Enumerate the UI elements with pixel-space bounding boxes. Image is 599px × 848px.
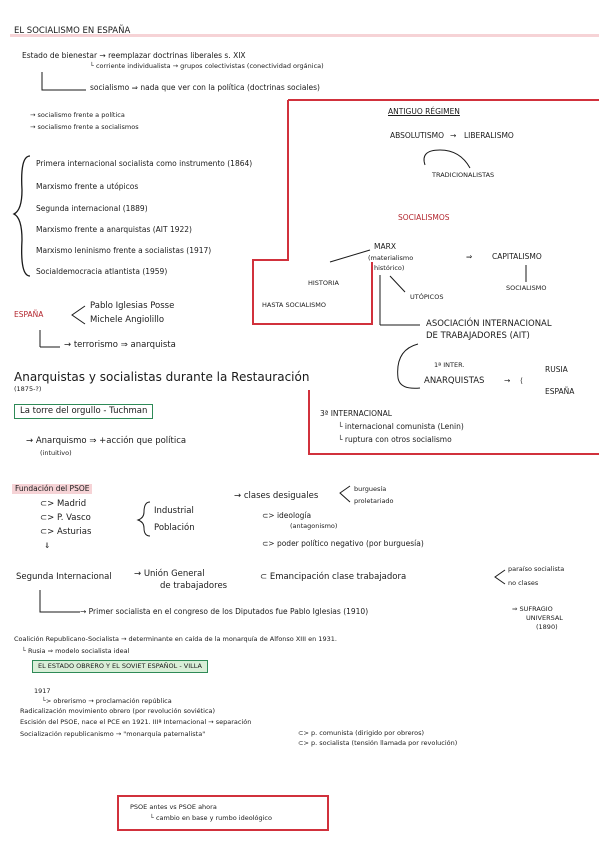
page-title: EL SOCIALISMO EN ESPAÑA — [14, 26, 131, 36]
list-item: Socialdemocracia atlantista (1959) — [36, 267, 168, 276]
absolutismo-label: ABSOLUTISMO — [390, 131, 445, 140]
line-1917-2: Radicalización movimiento obrero (por re… — [20, 707, 216, 715]
restauracion-heading: Anarquistas y socialistas durante la Res… — [14, 370, 310, 384]
capitalismo-label: CAPITALISMO — [492, 252, 542, 261]
ait-label-1: ASOCIACIÓN INTERNACIONAL — [426, 319, 552, 329]
espana-heading: ESPAÑA — [14, 310, 44, 319]
book-reference: La torre del orgullo - Tuchman — [14, 404, 154, 419]
hasta-socialismo-label: HASTA SOCIALISMO — [262, 301, 326, 309]
ait-label-2: DE TRABAJADORES (AIT) — [426, 331, 530, 341]
proletariado-label: proletariado — [354, 497, 394, 505]
arrow-icon: → — [450, 131, 457, 140]
estado-obrero-reference: EL ESTADO OBRERO Y EL SOVIET ESPAÑOL - V… — [32, 660, 208, 673]
liberalismo-label: LIBERALISMO — [464, 131, 514, 140]
primera-inter-label: 1ª INTER. — [434, 361, 465, 369]
poblacion-label: Población — [154, 523, 195, 533]
sufragio-2: UNIVERSAL — [526, 614, 563, 622]
noclases-label: no clases — [508, 579, 539, 587]
sufragio-1: ⇒ SUFRAGIO — [512, 605, 553, 613]
list-item: Marxismo frente a anarquistas (AIT 1922) — [36, 225, 192, 234]
ugt-label-1: → Unión General — [134, 569, 205, 579]
region-madrid: ⊂> Madrid — [40, 499, 87, 509]
modelo-line: └ Rusia ⇒ modelo socialista ideal — [22, 647, 130, 655]
line-1917-5: ⊂> p. comunista (dirigido por obreros) — [298, 729, 425, 737]
ideologia-line: ⊂> ideología — [262, 511, 312, 520]
tercera-internacional-label: 3ª INTERNACIONAL — [320, 409, 392, 418]
marx-sub-1: (materialismo — [368, 254, 414, 262]
region-pvasco: ⊂> P. Vasco — [40, 513, 91, 523]
intro-line-3: socialismo ⇒ nada que ver con la polític… — [90, 83, 320, 92]
historia-label: HISTORIA — [308, 279, 339, 287]
primer-socialista-line: → Primer socialista en el congreso de lo… — [80, 607, 369, 616]
ugt-label-2: de trabajadores — [160, 581, 228, 591]
antiguo-regimen-heading: ANTIGUO RÉGIMEN — [388, 107, 460, 116]
industrial-label: Industrial — [154, 506, 194, 516]
restauracion-years: (1875-?) — [14, 385, 42, 393]
list-item: Marxismo leninismo frente a socialistas … — [36, 246, 212, 255]
list-item: Marxismo frente a utópicos — [36, 182, 139, 191]
intro-line-5: → socialismo frente a socialismos — [30, 123, 139, 131]
intuitivo-note: (intuitivo) — [40, 449, 72, 457]
clases-line: → clases desiguales — [234, 491, 319, 501]
marx-sub-2: histórico) — [374, 264, 405, 272]
antagonismo-note: (antagonismo) — [290, 522, 338, 530]
anarquismo-line: → Anarquismo ⇒ +acción que política — [26, 436, 187, 446]
brace-icon: ⟨ — [520, 376, 523, 385]
coalicion-line: Coalición Republicano-Socialista → deter… — [14, 635, 337, 643]
list-item: Segunda internacional (1889) — [36, 204, 148, 213]
utopicos-label: UTÓPICOS — [410, 293, 444, 301]
person-1: Pablo Iglesias Posse — [90, 301, 175, 311]
poder-line: ⊂> poder político negativo (por burguesí… — [262, 539, 424, 548]
psoe-heading: Fundación del PSOE — [12, 484, 93, 494]
region-asturias: ⊂> Asturias — [40, 527, 92, 537]
tradicionalistas-label: TRADICIONALISTAS — [432, 171, 495, 179]
espana-label: ESPAÑA — [545, 387, 575, 396]
anarquistas-label: ANARQUISTAS — [424, 376, 485, 386]
footer-line-1: PSOE antes vs PSOE ahora — [130, 803, 217, 811]
implies-icon: ⇒ — [466, 252, 473, 261]
year-1917: 1917 — [34, 687, 51, 695]
line-1917-1: └> obrerismo → proclamación república — [42, 697, 172, 705]
segunda-internacional-label: Segunda Internacional — [16, 572, 112, 582]
intro-line-4: → socialismo frente a política — [30, 111, 125, 119]
footer-line-2: └ cambio en base y rumbo ideológico — [150, 814, 272, 822]
socialismo-label: SOCIALISMO — [506, 284, 547, 292]
sufragio-3: (1890) — [536, 623, 558, 631]
line-1917-6: ⊂> p. socialista (tensión llamada por re… — [298, 739, 458, 747]
intro-line-2: └ corriente individualista → grupos cole… — [90, 62, 324, 70]
person-2: Michele Angiolillo — [90, 315, 165, 325]
tercera-line-2: └ ruptura con otros socialismo — [338, 435, 452, 444]
line-1917-4: Socialización republicanismo → "monarquí… — [20, 730, 206, 738]
tercera-line-1: └ internacional comunista (Lenin) — [338, 422, 464, 431]
terrorismo-line: → terrorismo ⇒ anarquista — [64, 340, 176, 350]
emancipacion-line: ⊂ Emancipación clase trabajadora — [260, 572, 407, 582]
socialismos-heading: SOCIALISMOS — [398, 213, 450, 222]
paraiso-label: paraíso socialista — [508, 565, 565, 573]
rusia-label: RUSIA — [545, 365, 568, 374]
marx-label: MARX — [374, 242, 396, 251]
line-1917-3: Escisión del PSOE, nace el PCE en 1921. … — [20, 718, 252, 726]
burguesia-label: burguesía — [354, 485, 387, 493]
intro-line-1: Estado de bienestar → reemplazar doctrin… — [22, 51, 246, 60]
down-arrow-icon: ⇓ — [44, 541, 51, 550]
list-item: Primera internacional socialista como in… — [36, 159, 253, 168]
arrow-icon: → — [504, 376, 511, 385]
